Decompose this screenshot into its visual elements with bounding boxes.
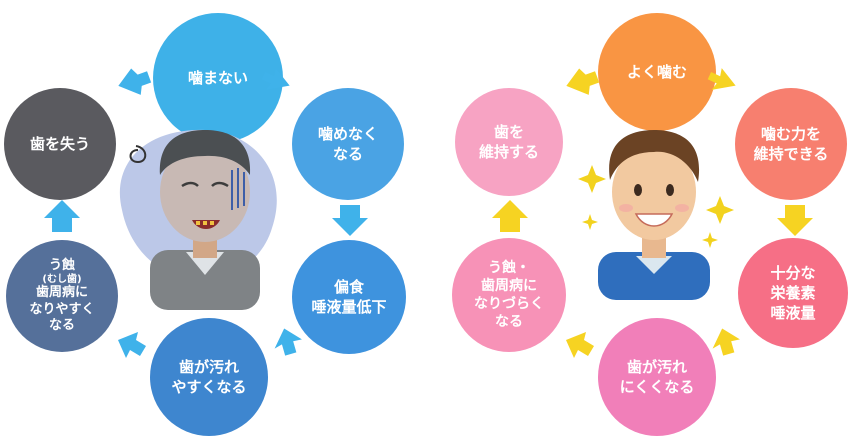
arrow-icon — [118, 332, 146, 358]
node-teeth-stay-clean: 歯が汚れ にくくなる — [598, 318, 716, 436]
node-label: にくくなる — [619, 378, 695, 396]
node-label: 十分な — [770, 263, 816, 282]
arrow-icon — [118, 68, 152, 95]
node-label: 歯を失う — [29, 134, 90, 153]
arrow-icon — [492, 200, 528, 232]
node-label: 歯を — [493, 122, 524, 141]
arrow-icon — [566, 332, 594, 358]
node-label: 唾液量低下 — [311, 298, 387, 316]
node-label: 噛まない — [187, 68, 248, 87]
arrow-icon — [332, 205, 368, 236]
node-label: う蝕・ — [488, 259, 530, 276]
node-label: 歯が汚れ — [178, 357, 239, 376]
node-label: 偏食 — [333, 277, 364, 296]
node-label: やすくなる — [171, 378, 247, 396]
node-label: よく噛む — [626, 62, 687, 81]
node-cannot-chew: 噛めなく なる — [292, 88, 404, 200]
arrow-icon — [777, 205, 813, 236]
node-label: 噛めなく — [317, 124, 378, 143]
sparkle-icon — [706, 196, 734, 224]
sparkle-icon — [702, 232, 718, 248]
node-caries-resistant: う蝕・ 歯周病に なりづらく なる — [452, 238, 566, 352]
sparkle-icon — [578, 165, 606, 193]
arrow-icon — [261, 68, 290, 90]
node-not-chewing: 噛まない — [153, 13, 283, 143]
arrow-icon — [274, 328, 302, 356]
node-lose-teeth: 歯を失う — [4, 88, 116, 200]
node-unbalanced-diet: 偏食 唾液量低下 — [292, 240, 406, 354]
node-label: 維持できる — [753, 145, 829, 163]
node-teeth-get-dirty: 歯が汚れ やすくなる — [150, 318, 268, 436]
node-label: (むし歯) — [42, 274, 82, 286]
node-label: 歯周病に — [481, 277, 537, 294]
arrow-icon — [712, 328, 740, 356]
arrow-icon — [44, 200, 80, 232]
node-label: 唾液量 — [770, 304, 816, 323]
node-label: なる — [332, 145, 363, 163]
node-label: なりづらく — [474, 296, 544, 312]
happy-person-icon — [598, 130, 710, 300]
node-label: 歯周病に — [35, 285, 88, 301]
arrow-icon — [707, 68, 736, 90]
node-sufficient-nutrition: 十分な 栄養素 唾液量 — [738, 238, 848, 348]
arrow-icon — [566, 68, 600, 95]
node-chew-well: よく噛む — [598, 13, 716, 131]
sparkle-icon — [582, 214, 598, 230]
unhappy-person-icon — [119, 129, 277, 310]
node-maintain-teeth: 歯を 維持する — [455, 88, 563, 196]
node-caries-risk: う蝕 (むし歯) 歯周病に なりやすく なる — [6, 240, 118, 352]
node-label: なる — [48, 317, 75, 333]
node-label: 維持する — [478, 143, 539, 161]
node-maintain-chewing-power: 噛む力を 維持できる — [735, 88, 847, 200]
node-label: う蝕 — [48, 258, 75, 273]
node-label: なりやすく — [29, 301, 95, 317]
node-label: 噛む力を — [760, 124, 821, 143]
node-label: なる — [495, 314, 523, 331]
node-label: 栄養素 — [770, 283, 816, 302]
node-label: 歯が汚れ — [626, 357, 687, 376]
